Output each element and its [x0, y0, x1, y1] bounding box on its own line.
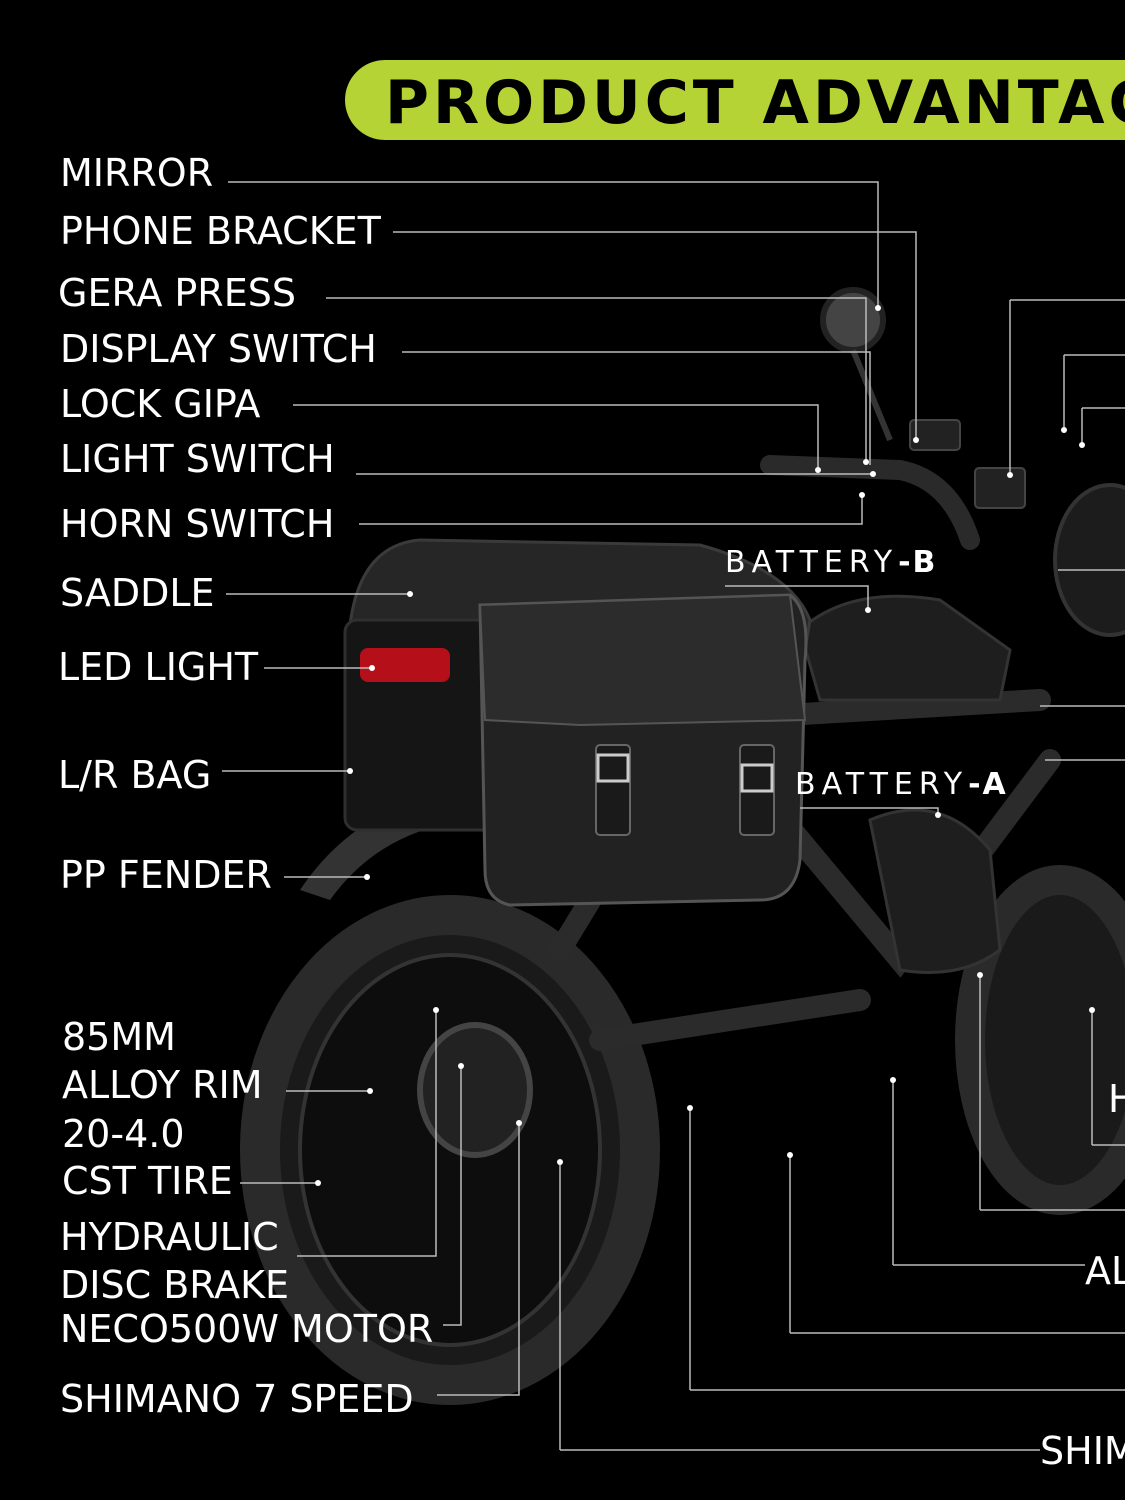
label-motor: NECO500W MOTOR — [60, 1307, 434, 1351]
label-gera-press: GERA PRESS — [58, 271, 296, 315]
label-mirror: MIRROR — [60, 151, 214, 195]
label-right-h: H — [1108, 1077, 1125, 1121]
label-pp-fender: PP FENDER — [60, 853, 272, 897]
label-l-r-bag: L/R BAG — [58, 753, 212, 797]
label-right-shim: SHIM — [1040, 1429, 1125, 1473]
label-85mm: 85MM — [62, 1015, 176, 1059]
battery-b-name: BATTERY — [725, 545, 899, 580]
battery-b-suffix: -B — [898, 545, 938, 580]
label-led-light: LED LIGHT — [58, 645, 259, 689]
anchor-dots — [315, 305, 1095, 1186]
label-shimano-7-speed: SHIMANO 7 SPEED — [60, 1377, 414, 1421]
label-light-switch: LIGHT SWITCH — [60, 437, 335, 481]
label-lock-gipa: LOCK GIPA — [60, 382, 261, 426]
battery-a-body — [868, 808, 1002, 974]
mirror — [820, 287, 886, 353]
mirror-stem — [850, 348, 893, 442]
label-display-switch: DISPLAY SWITCH — [60, 327, 377, 371]
headlight — [1053, 483, 1125, 637]
led-light — [360, 648, 450, 682]
label-phone-bracket: PHONE BRACKET — [60, 209, 381, 253]
label-battery-b: BATTERY-B — [725, 545, 937, 580]
label-alloy-rim: ALLOY RIM — [62, 1063, 263, 1107]
battery-a-suffix: -A — [968, 767, 1008, 802]
label-hydraulic: HYDRAULIC — [60, 1215, 279, 1259]
label-disc-brake: DISC BRAKE — [60, 1263, 290, 1307]
label-right-al: AL — [1085, 1249, 1125, 1293]
label-horn-switch: HORN SWITCH — [60, 502, 335, 546]
label-tire-size: 20-4.0 — [62, 1112, 185, 1156]
leader-lines — [222, 181, 1125, 1451]
handlebar — [760, 455, 980, 550]
label-cst-tire: CST TIRE — [62, 1159, 233, 1203]
label-saddle: SADDLE — [60, 571, 215, 615]
display — [974, 467, 1026, 509]
banner-title: PRODUCT ADVANTAG — [385, 68, 1125, 138]
front-wheel — [955, 865, 1125, 1215]
title-banner — [345, 60, 1125, 140]
label-battery-a: BATTERY-A — [795, 767, 1008, 802]
l-r-bag — [478, 593, 808, 907]
phone-bracket-mount — [909, 419, 961, 451]
rear-wheel — [240, 895, 660, 1405]
battery-b-body — [798, 594, 1012, 702]
battery-a-name: BATTERY — [795, 767, 969, 802]
